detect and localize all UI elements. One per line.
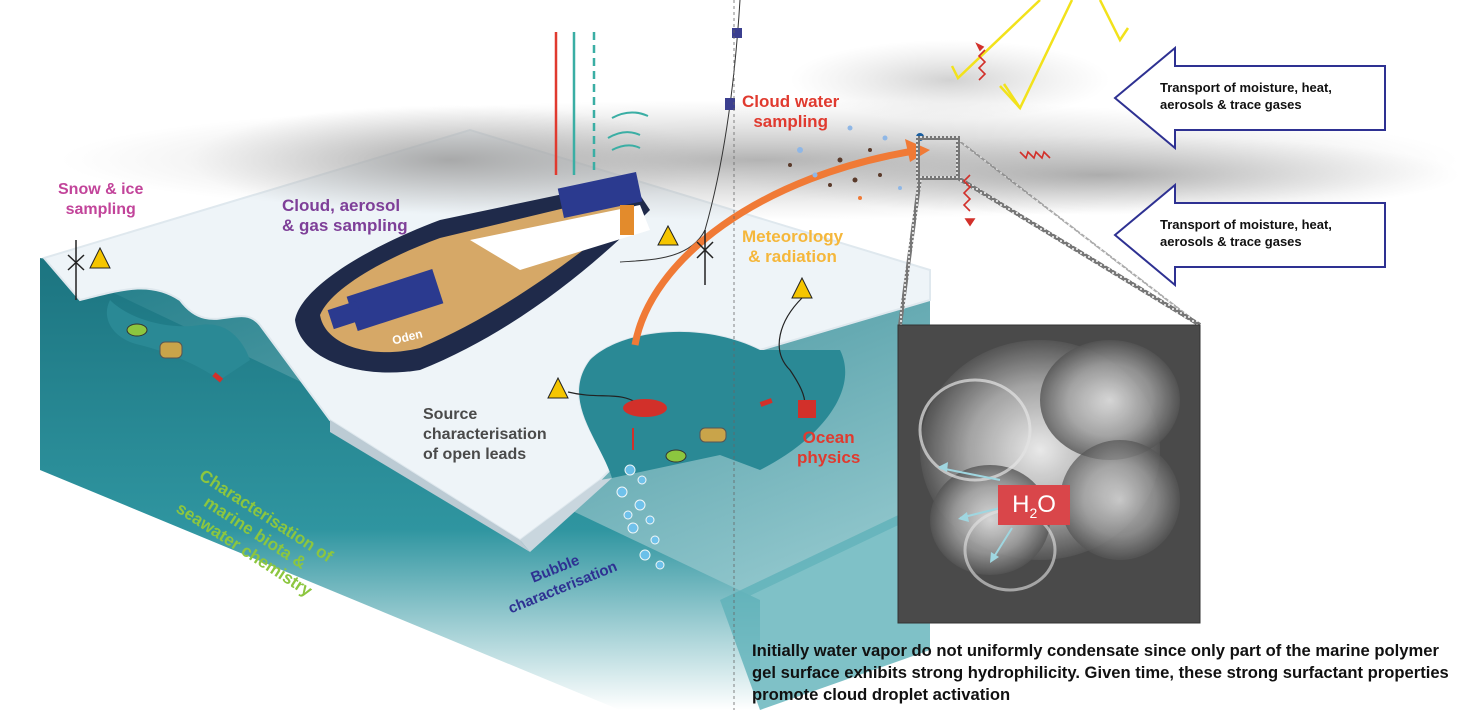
- gel-particle: [918, 340, 1180, 592]
- label-ocean-physics: Ocean physics: [797, 428, 861, 467]
- tethered-instrument-mid: [725, 98, 735, 110]
- buoy-center: [657, 224, 679, 246]
- transport-text-lower: Transport of moisture, heat, aerosols & …: [1160, 217, 1332, 249]
- figure-caption: Initially water vapor do not uniformly c…: [752, 641, 1449, 704]
- bubble-chamber: [623, 399, 667, 417]
- open-lead: [579, 331, 846, 478]
- h2o-label: H2O: [998, 485, 1070, 525]
- tethered-instrument-top: [732, 28, 742, 38]
- label-meteorology: Meteorology & radiation: [742, 227, 844, 266]
- small-samplers: [212, 372, 773, 407]
- label-source: Source characterisation of open leads: [423, 406, 547, 463]
- label-snow-ice: Snow & ice sampling: [58, 181, 144, 218]
- ice-edge: [520, 478, 612, 552]
- ice-hole-left: [106, 300, 250, 380]
- sampler-bottles: [159, 341, 727, 443]
- bubbles: [616, 464, 665, 570]
- balloon-tether: [619, 0, 741, 263]
- cloud-activation-arrow: [631, 146, 921, 346]
- aerosol-particles: [788, 125, 902, 200]
- magnifier-box: [916, 136, 960, 180]
- plankton-nets: [126, 323, 687, 463]
- ocean-right: [720, 500, 930, 710]
- ocean-physics-box: [798, 400, 816, 418]
- transport-arrow-lower: [1113, 182, 1386, 288]
- buoy-left: [89, 246, 111, 269]
- met-tower-center: [696, 230, 714, 285]
- transport-text-upper: Transport of moisture, heat, aerosols & …: [1160, 80, 1332, 112]
- label-cloud-water: Cloud water sampling: [742, 92, 840, 131]
- met-tower-left: [67, 240, 85, 300]
- solar-rays: [950, 0, 1130, 111]
- ship-oden: [295, 172, 650, 373]
- label-cloud-aerosol: Cloud, aerosol & gas sampling: [282, 196, 408, 235]
- buoy-lead: [547, 376, 569, 399]
- longwave-radiation: [962, 42, 1051, 227]
- transport-arrow-upper: [1113, 45, 1386, 151]
